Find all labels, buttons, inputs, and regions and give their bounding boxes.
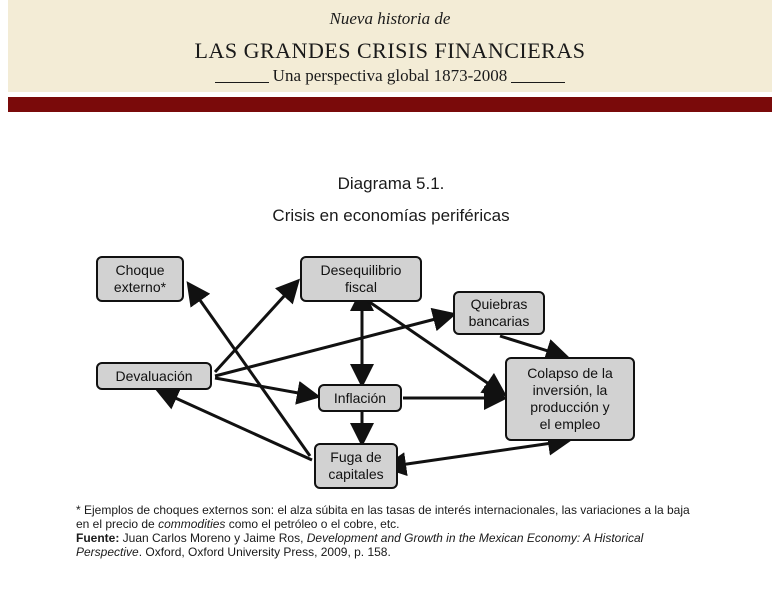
footnote: * Ejemplos de choques externos son: el a… <box>76 503 696 531</box>
diagram-label: Diagrama 5.1. <box>337 174 445 193</box>
series-title: Nueva historia de <box>329 9 451 28</box>
footnote-text-a: * Ejemplos de choques externos son: el a… <box>76 503 690 531</box>
arrow-fuga-choque <box>186 281 312 457</box>
arrow-fuga-devaluacion <box>154 387 313 462</box>
node-colapso: Colapso de la inversión, la producción y… <box>505 357 635 441</box>
subtitle-rule-right <box>511 81 566 83</box>
source-label: Fuente: <box>76 531 120 545</box>
arrow-devaluacion-desequilibrio <box>213 278 301 374</box>
book-title: LAS GRANDES CRISIS FINANCIERAS <box>194 38 586 63</box>
arrow-desequilibrio-colapso <box>367 299 507 397</box>
node-fuga-de-capitales: Fuga de capitales <box>314 443 398 489</box>
diagram-title: Crisis en economías periféricas <box>272 206 510 225</box>
book-subtitle: Una perspectiva global 1873-2008 <box>8 66 772 86</box>
arrow-quiebras-colapso <box>499 334 570 363</box>
arrow-devaluacion-quiebras <box>214 307 457 378</box>
source-rest: . Oxford, Oxford University Press, 2009,… <box>138 545 391 559</box>
book-subtitle-text: Una perspectiva global 1873-2008 <box>272 66 508 85</box>
footnote-emphasis: commodities <box>158 517 226 531</box>
source-title: Development and Growth in the Mexican Ec… <box>76 531 644 559</box>
source-authors: Juan Carlos Moreno y Jaime Ros, <box>119 531 307 545</box>
node-inflacion: Inflación <box>318 384 402 412</box>
diagram-notes: * Ejemplos de choques externos son: el a… <box>76 503 696 559</box>
node-desequilibrio-fiscal: Desequilibrio fiscal <box>300 256 422 302</box>
node-quiebras-bancarias: Quiebras bancarias <box>453 291 545 335</box>
subtitle-rule-left <box>214 81 269 83</box>
node-choque-externo: Choque externo* <box>96 256 184 302</box>
footnote-text-b: como el petróleo o el cobre, etc. <box>225 517 400 531</box>
arrow-devaluacion-inflacion <box>214 376 321 405</box>
book-header-banner: Nueva historia de LAS GRANDES CRISIS FIN… <box>8 0 772 92</box>
node-devaluacion: Devaluación <box>96 362 212 390</box>
header-divider-bar <box>8 97 772 112</box>
source-citation: Fuente: Juan Carlos Moreno y Jaime Ros, … <box>76 531 696 559</box>
arrow-fuga-colapso <box>382 431 572 477</box>
